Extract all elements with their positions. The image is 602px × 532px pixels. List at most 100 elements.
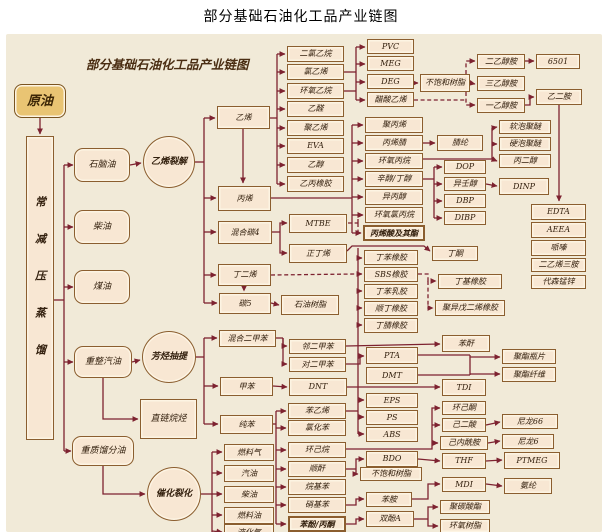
node-label: 乙醛 [307, 104, 324, 113]
node-label: 丙二醇 [513, 156, 537, 165]
node-cyclohexane: 环己烷 [288, 442, 346, 458]
node-label: 不饱和树脂 [425, 78, 465, 87]
node-aniline: 苯胺 [366, 492, 412, 507]
node-ptmeg: PTMEG [504, 452, 560, 469]
node-acetaldehyde: 乙醛 [287, 101, 344, 117]
node-edc: 二氯乙烷 [287, 46, 344, 62]
node-label: 乙丙橡胶 [299, 179, 332, 188]
node-edta: EDTA [531, 204, 586, 220]
node-label: 直链烷烃 [150, 413, 187, 424]
node-label: DMT [382, 370, 402, 380]
node-mea: 一乙醇胺 [477, 98, 525, 113]
node-meg: MEG [367, 56, 414, 71]
node-eps: EPS [366, 393, 418, 408]
node-label: 苯酐 [458, 338, 474, 348]
flow-arrow [272, 383, 288, 390]
node-nbr: 丁腈橡胶 [364, 318, 418, 333]
node-soft-foam-polyether: 软泡聚醚 [499, 120, 551, 134]
flow-arrow [346, 405, 441, 450]
node-propylene-glycol: 丙二醇 [499, 154, 551, 168]
node-propylene: 丙烯 [218, 186, 271, 211]
node-label: 醋酸乙烯 [374, 94, 407, 104]
node-label: DINP [513, 181, 535, 191]
node-catalytic-cracking: 催化裂化 [147, 467, 201, 521]
flow-arrow [346, 496, 365, 506]
node-label: 代森锰锌 [542, 277, 575, 286]
node-label: 丙烯 [236, 193, 253, 203]
node-label: 异丙醇 [382, 192, 406, 201]
node-reformed-gasoline: 重整汽油 [74, 346, 132, 378]
node-label: 液化气 [237, 529, 261, 532]
flow-arrow [102, 378, 139, 422]
node-mancozeb: 代森锰锌 [531, 275, 586, 289]
node-label: 环己烷 [305, 445, 329, 454]
node-nylon6: 尼龙6 [502, 434, 554, 449]
node-label: 二氯乙烷 [299, 49, 332, 58]
node-label: 汽油 [241, 468, 257, 478]
node-label: 柴油 [241, 489, 257, 499]
node-dea: 二乙醇胺 [477, 54, 525, 69]
flow-arrow [355, 223, 362, 236]
node-mixed-xylene: 混合二甲苯 [219, 330, 276, 347]
node-diesel-2: 柴油 [224, 486, 274, 503]
node-eda: 乙二胺 [536, 89, 582, 105]
node-adipic-acid: 己二酸 [442, 418, 486, 432]
node-label: 碳5 [238, 298, 252, 308]
flow-arrow [417, 457, 441, 464]
node-epoxy-resin: 环氧树脂 [440, 519, 490, 532]
node-label: PVC [381, 41, 400, 51]
flow-arrow [485, 482, 503, 489]
node-label: MTBE [305, 218, 331, 228]
node-label: 丁苯橡胶 [375, 252, 407, 262]
flow-arrow [490, 156, 498, 162]
node-polycarbonate: 聚碳酸酯 [440, 500, 490, 514]
node-label: 甲苯 [238, 381, 255, 391]
node-label: 环己酮 [452, 403, 476, 412]
node-epr: 乙丙橡胶 [287, 176, 344, 192]
node-label: MEG [380, 58, 401, 68]
node-benzene: 纯苯 [220, 415, 273, 434]
flow-arrow [281, 338, 288, 367]
node-label: 乙烯裂解 [150, 156, 187, 167]
node-ipa: 异丙醇 [365, 189, 423, 205]
node-label: 聚酯纤维 [513, 369, 545, 379]
node-c5: 碳5 [219, 293, 271, 314]
flow-arrow [357, 212, 364, 223]
node-aeea: AEEA [531, 222, 586, 238]
node-label: 对二甲苯 [301, 359, 334, 369]
node-po: 环氧丙烷 [365, 153, 423, 169]
node-isononanol: 异壬醇 [444, 177, 486, 191]
node-caprolactam: 己内酰胺 [440, 436, 488, 450]
node-octanol-butanol: 辛醇/丁醇 [365, 171, 423, 187]
node-fuel-gas: 燃料气 [224, 444, 274, 461]
node-label: 丁腈橡胶 [375, 320, 407, 330]
node-label: 混合二甲苯 [227, 333, 268, 343]
node-label: 顺丁橡胶 [375, 303, 407, 313]
node-deg: DEG [367, 74, 414, 89]
flow-arrow [279, 220, 288, 232]
flow-arrow [270, 300, 280, 307]
node-thf: THF [442, 453, 486, 469]
node-label: 软泡聚醚 [509, 122, 541, 131]
node-label: 煤油 [92, 281, 111, 292]
node-label: 己内酰胺 [448, 438, 480, 447]
node-label: ABS [383, 429, 401, 439]
node-label: 常减压蒸馏 [33, 195, 47, 381]
node-pet-chip: 聚酯瓶片 [502, 349, 556, 364]
node-ethanol: 乙醇 [287, 157, 344, 173]
node-cyclohexanone: 环己酮 [442, 401, 486, 415]
node-unsat-resin-1: 不饱和树脂 [420, 74, 470, 92]
node-label: BDO [382, 454, 402, 463]
node-dibp: DIBP [444, 211, 486, 225]
node-styrene: 苯乙烯 [288, 403, 346, 419]
node-label: 腈纶 [452, 138, 468, 147]
diagram-title: 部分基础石油化工品产业链图 [86, 57, 249, 72]
node-dnt: DNT [289, 378, 347, 396]
flow-arrow [427, 504, 439, 519]
node-label: DEG [381, 76, 400, 86]
node-pet-fiber: 聚酯纤维 [502, 367, 556, 382]
node-label: 不饱和树脂 [371, 469, 411, 478]
node-acrylonitrile: 丙烯腈 [365, 135, 423, 151]
node-dop: DOP [444, 160, 486, 174]
